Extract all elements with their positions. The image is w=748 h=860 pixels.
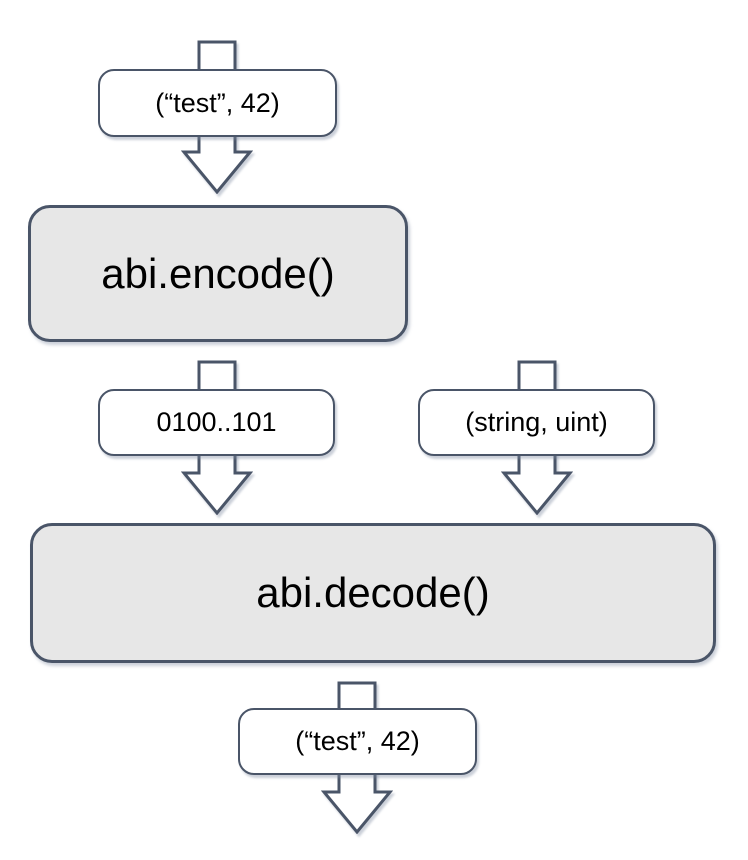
decode-process-text: abi.decode()	[256, 569, 490, 616]
decode-process-box: abi.decode()	[30, 523, 716, 663]
encode-process-text: abi.encode()	[101, 249, 335, 297]
type-tuple-text: (string, uint)	[465, 407, 608, 437]
output-tuple-text: (“test”, 42)	[295, 726, 420, 756]
encode-process-box: abi.encode()	[28, 205, 408, 342]
encoded-bytes-text: 0100..101	[156, 407, 277, 437]
encoded-bytes-label: 0100..101	[98, 389, 335, 456]
output-tuple-label: (“test”, 42)	[238, 708, 477, 775]
input-tuple-text: (“test”, 42)	[155, 87, 280, 118]
input-tuple-label: (“test”, 42)	[98, 69, 337, 137]
type-tuple-label: (string, uint)	[418, 389, 655, 456]
